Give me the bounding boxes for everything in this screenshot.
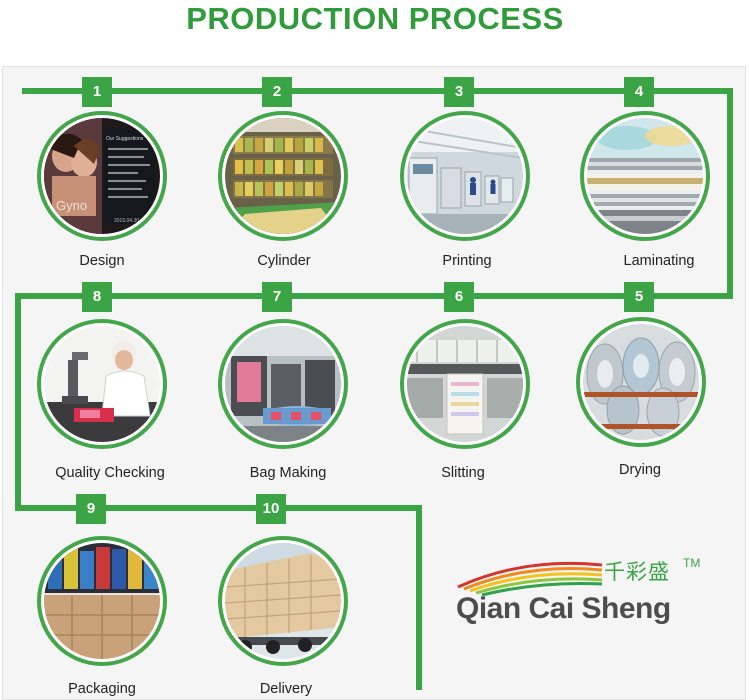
logo-brand-name: Qian Cai Sheng — [456, 592, 671, 625]
step-7-number-badge: 7 — [262, 282, 292, 312]
step-1-number-badge: 1 — [82, 77, 112, 107]
step-6-label: Slitting — [441, 465, 485, 481]
step-2-number-badge: 2 — [262, 77, 292, 107]
bag-making-machine-image — [225, 326, 341, 442]
step-9-number-badge: 9 — [76, 494, 106, 524]
step-3-number-badge: 3 — [444, 77, 474, 107]
step-8-number-badge: 8 — [82, 282, 112, 312]
delivery-truck-image — [225, 543, 341, 659]
qian-cai-sheng-logo — [457, 561, 603, 597]
step-4-number-badge: 4 — [624, 77, 654, 107]
step-5-label: Drying — [619, 462, 661, 478]
step-8-label: Quality Checking — [55, 465, 165, 481]
step-5-number-badge: 5 — [624, 282, 654, 312]
design-artwork-image: Our Suggestions Gyno 2015.04.30 — [44, 118, 160, 234]
step-6-number-badge: 6 — [444, 282, 474, 312]
slitting-machine-image — [407, 326, 523, 442]
svg-text:2015.04.30: 2015.04.30 — [114, 218, 139, 224]
step-8-image — [37, 319, 167, 449]
drying-rolls-image — [583, 324, 699, 440]
quality-inspection-image — [44, 326, 160, 442]
step-7-label: Bag Making — [249, 465, 327, 481]
step-10-number-badge: 10 — [256, 494, 286, 524]
step-10-label: Delivery — [259, 681, 313, 697]
step-4-label: Laminating — [623, 253, 695, 269]
step-3-label: Printing — [442, 253, 492, 269]
step-4-image — [580, 111, 710, 241]
step-2-image — [218, 111, 348, 241]
logo-trademark: TM — [683, 556, 701, 570]
cylinder-storage-image — [225, 118, 341, 234]
svg-text:Gyno: Gyno — [56, 198, 87, 213]
step-5-image — [576, 317, 706, 447]
step-1-image: Our Suggestions Gyno 2015.04.30 — [37, 111, 167, 241]
step-9-label: Packaging — [68, 681, 136, 697]
step-2-label: Cylinder — [257, 253, 311, 269]
laminating-rollers-image — [587, 118, 703, 234]
svg-text:Our Suggestions: Our Suggestions — [106, 136, 144, 142]
printing-workshop-image — [407, 118, 523, 234]
step-6-image — [400, 319, 530, 449]
step-9-image — [37, 536, 167, 666]
step-10-image — [218, 536, 348, 666]
step-7-image — [218, 319, 348, 449]
step-1-label: Design — [79, 253, 125, 269]
page-title: PRODUCTION PROCESS — [186, 1, 564, 36]
step-3-image — [400, 111, 530, 241]
logo-chinese-name: 千彩盛 — [604, 560, 670, 584]
packaging-cartons-image — [44, 543, 160, 659]
